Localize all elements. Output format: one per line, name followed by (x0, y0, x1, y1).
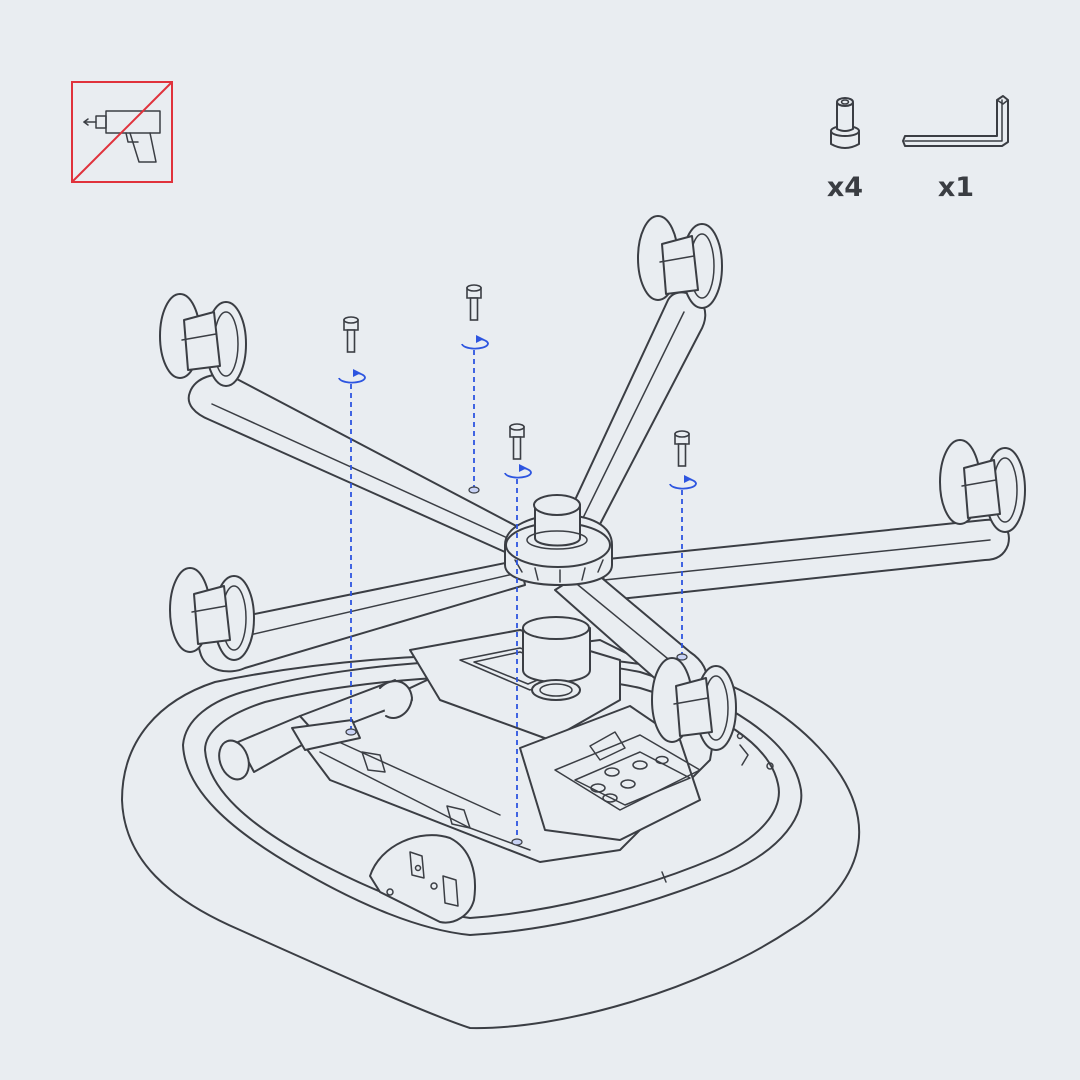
bolt-icon (509, 423, 525, 460)
bolt-guide (461, 284, 489, 494)
hex-key-icon (902, 95, 1009, 147)
parts-list: x4 x1 (827, 95, 1009, 203)
seat-underside (121, 629, 861, 1030)
caster (637, 215, 723, 309)
caster (939, 439, 1026, 533)
hex-key-quantity: x1 (938, 172, 974, 203)
chair-base (159, 215, 1026, 751)
bolt-guide (669, 430, 697, 661)
rotate-arrow-icon (504, 464, 532, 479)
bolt-hole (511, 838, 523, 846)
rotate-arrow-icon (338, 369, 366, 384)
bolt-icon (830, 97, 860, 149)
bolt-hole (468, 486, 480, 494)
bolt-guide (504, 423, 532, 846)
bolt-guides (338, 284, 697, 846)
bolt-icon (466, 284, 482, 321)
rotate-arrow-icon (461, 335, 489, 350)
rotate-arrow-icon (669, 475, 697, 490)
bolt-quantity: x4 (827, 172, 863, 203)
bolt-hole (345, 728, 357, 736)
bolt-icon (343, 316, 359, 353)
bolt-hole (676, 653, 688, 661)
caster (159, 293, 247, 387)
no-power-drill-icon (71, 81, 173, 183)
caster (651, 657, 737, 751)
bolt-guide (338, 316, 366, 736)
caster (169, 567, 255, 661)
bolt-icon (674, 430, 690, 467)
